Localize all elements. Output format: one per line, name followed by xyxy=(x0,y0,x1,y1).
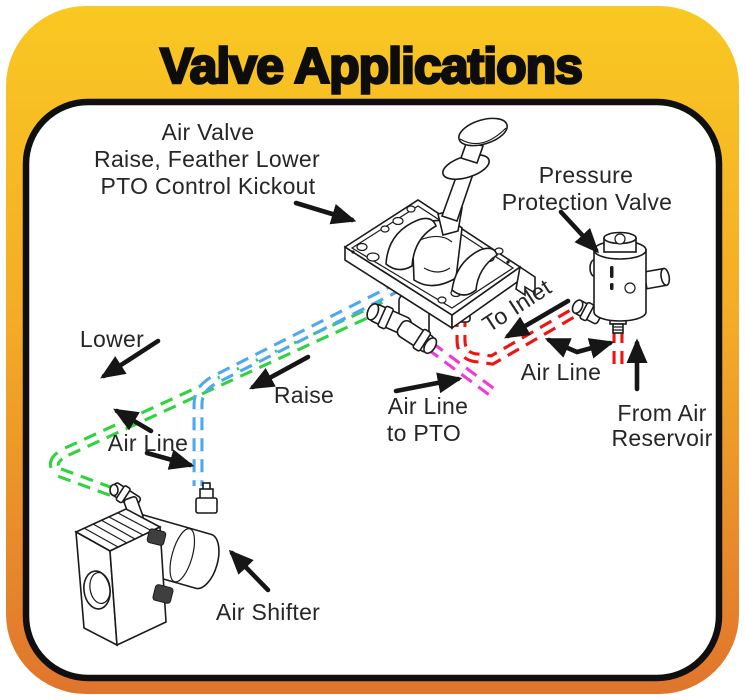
air-valve-illustration xyxy=(343,117,536,355)
arrow-pressure-protection-valve xyxy=(558,209,600,254)
label-lower: Lower xyxy=(80,326,144,352)
ppv-right-stub xyxy=(643,267,671,290)
arrow-to-inlet xyxy=(504,298,571,339)
raise-air-line-blue xyxy=(192,281,403,486)
label-from-reservoir-line2: Reservoir xyxy=(611,425,712,451)
label-ppv-line1: Pressure xyxy=(539,162,633,188)
air-shifter-illustration xyxy=(74,482,220,647)
ppv-elbow-fitting xyxy=(571,299,603,325)
callout-arrows xyxy=(100,200,648,593)
arrow-air-valve xyxy=(293,200,357,225)
valve-saddle-mechanism xyxy=(385,217,498,296)
label-air-valve-line1: Air Valve xyxy=(161,119,254,145)
label-pto-line2: to PTO xyxy=(387,420,461,446)
pressure-protection-valve-illustration xyxy=(571,231,671,334)
label-from-reservoir-line1: From Air xyxy=(617,400,706,426)
arrow-air-line-left-b xyxy=(144,449,195,470)
arrow-air-shifter xyxy=(228,549,271,593)
label-air-valve-line2: Raise, Feather Lower xyxy=(94,146,320,172)
valve-elbow-fitting-pto xyxy=(396,319,438,355)
label-ppv-line2: Protection Valve xyxy=(502,189,673,215)
lower-air-line-green xyxy=(48,301,387,503)
arrow-lower xyxy=(100,338,161,379)
arrow-air-line-to-pto xyxy=(393,372,463,394)
arrow-air-line-right-b xyxy=(574,338,615,359)
valve-plate-tab xyxy=(515,265,536,297)
label-pto-line1: Air Line xyxy=(388,393,468,419)
ppv-bottom-thread xyxy=(612,323,624,334)
label-air-line-right: Air Line xyxy=(521,359,601,385)
label-air-valve-line3: PTO Control Kickout xyxy=(101,173,316,199)
shifter-block-side xyxy=(109,525,167,647)
label-raise: Raise xyxy=(274,382,334,408)
valve-lever xyxy=(437,117,508,236)
ppv-body xyxy=(593,249,647,322)
arrow-air-line-left-a xyxy=(113,408,154,434)
pto-air-line-magenta xyxy=(426,341,496,397)
shifter-top-fitting xyxy=(195,482,218,514)
shifter-lug-top xyxy=(146,528,167,546)
supply-air-line-red xyxy=(455,303,585,366)
arrow-air-line-right-a xyxy=(544,337,580,358)
shifter-lug-bottom xyxy=(152,584,174,604)
arrow-raise xyxy=(248,354,311,390)
label-air-shifter: Air Shifter xyxy=(216,599,320,625)
page-title: Valve Applications xyxy=(160,38,582,94)
label-air-line-left: Air Line xyxy=(108,430,188,456)
shifter-block-hatching xyxy=(83,512,153,548)
